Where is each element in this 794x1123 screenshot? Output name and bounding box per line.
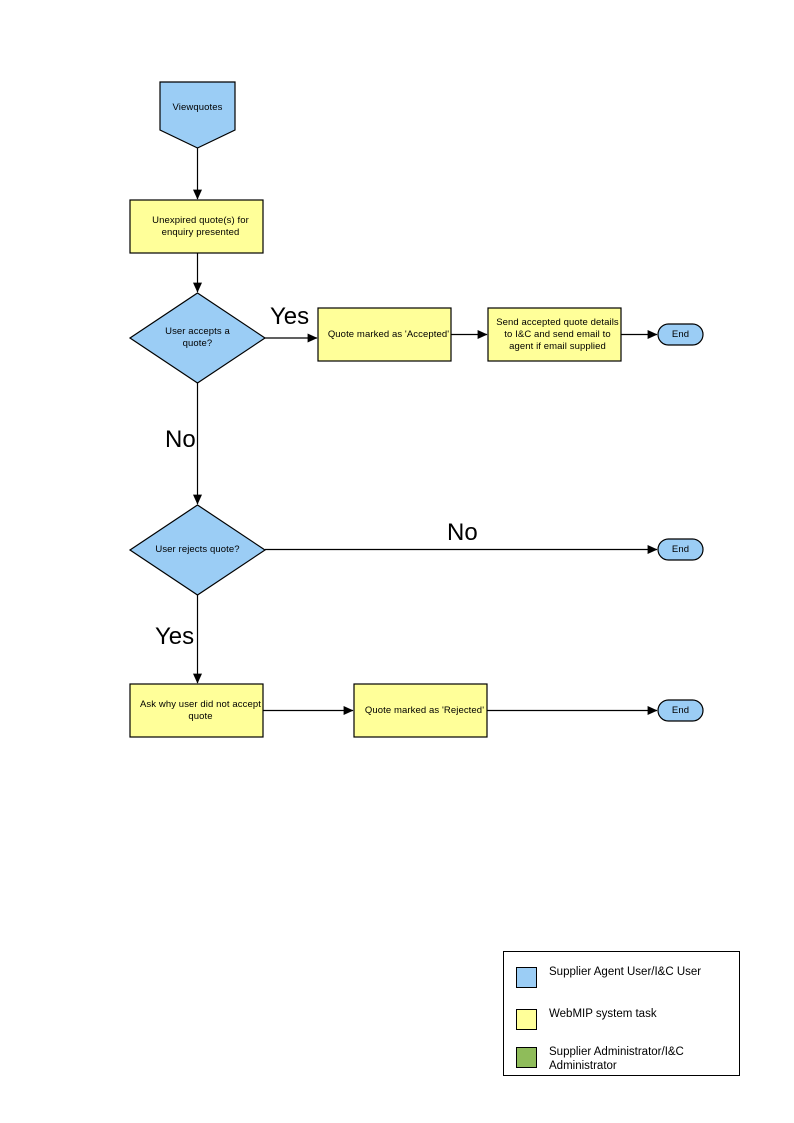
- legend-label-webmip-system-task: WebMIP system task: [549, 1008, 657, 1020]
- node-unexpired-quotes[interactable]: [129, 199, 264, 254]
- edge-label-no-accepts: No: [165, 426, 196, 453]
- edge-label-yes-rejects: Yes: [155, 623, 195, 650]
- edge-group: [193, 148, 658, 715]
- edge-label-yes-accepts: Yes: [270, 303, 310, 330]
- node-send-accepted-quote-details[interactable]: [487, 307, 622, 362]
- node-quote-marked-rejected[interactable]: [353, 683, 488, 738]
- legend-item-supplier-agent: Supplier Agent User/I&C User: [516, 966, 701, 988]
- legend-item-supplier-administrator: Supplier Administrator/I&C Administrator: [516, 1046, 739, 1073]
- legend-label-supplier-administrator: Supplier Administrator/I&C Administrator: [549, 1046, 684, 1072]
- legend: Supplier Agent User/I&C User WebMIP syst…: [503, 951, 740, 1076]
- legend-swatch-system-yellow: [516, 1009, 537, 1030]
- legend-swatch-admin-green: [516, 1047, 537, 1068]
- legend-item-webmip-system-task: WebMIP system task: [516, 1008, 657, 1030]
- node-quote-marked-accepted[interactable]: [317, 307, 452, 362]
- node-end-2[interactable]: [657, 538, 704, 561]
- edge-label-no-rejects: No: [447, 519, 478, 546]
- node-end-1[interactable]: [657, 323, 704, 346]
- node-start-viewquotes[interactable]: [159, 81, 236, 149]
- node-group: [128, 81, 704, 738]
- node-decision-user-accepts[interactable]: [128, 292, 267, 384]
- node-ask-why-not-accept[interactable]: [129, 683, 264, 738]
- node-decision-user-rejects[interactable]: [128, 504, 267, 596]
- node-end-3[interactable]: [657, 699, 704, 722]
- legend-label-supplier-agent: Supplier Agent User/I&C User: [549, 966, 702, 978]
- legend-swatch-actor-blue: [516, 967, 537, 988]
